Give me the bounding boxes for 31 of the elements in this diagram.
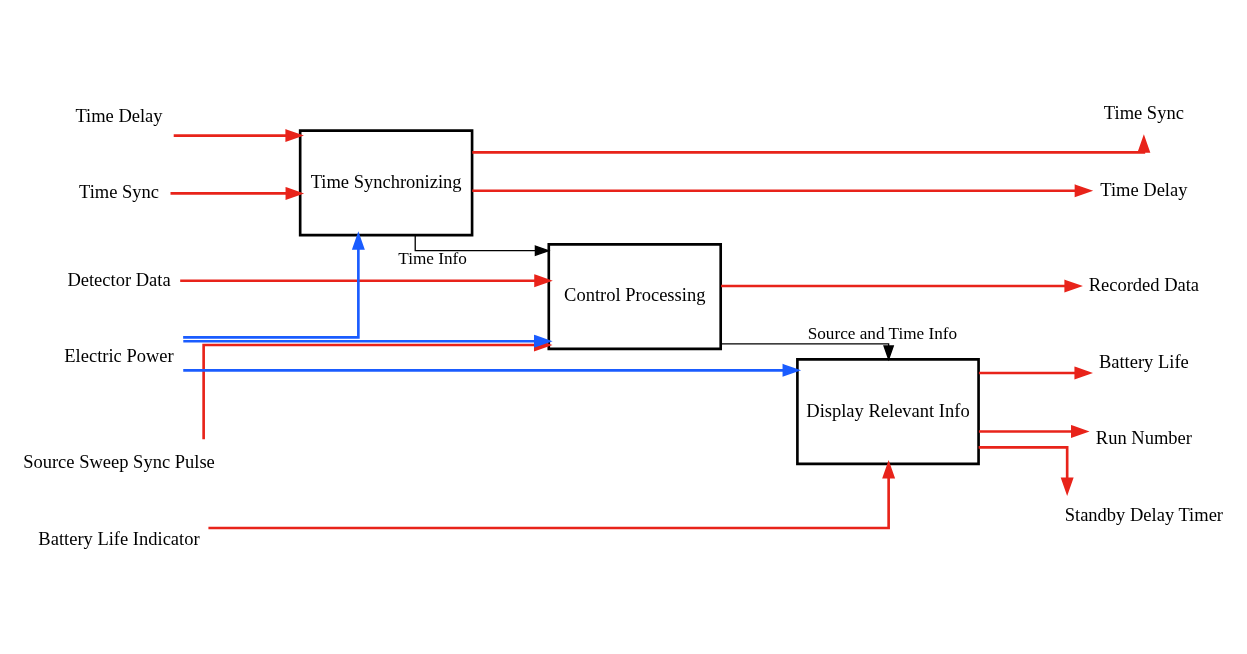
edge-label: Source and Time Info bbox=[807, 324, 958, 344]
node-text: Recorded Data bbox=[1088, 274, 1200, 295]
edge-label: Time Info bbox=[398, 249, 467, 269]
arrow bbox=[472, 134, 1151, 154]
arrow bbox=[173, 129, 304, 143]
node-box: Display Relevant Info bbox=[796, 358, 980, 466]
arrow bbox=[721, 279, 1083, 293]
arrow bbox=[978, 424, 1090, 438]
arrow bbox=[183, 363, 802, 377]
arrow bbox=[170, 186, 305, 200]
arrow bbox=[183, 231, 365, 339]
arrow bbox=[208, 460, 896, 530]
arrow bbox=[978, 446, 1074, 497]
node-box: Time Synchronizing bbox=[298, 129, 474, 237]
arrow bbox=[978, 366, 1093, 380]
node-text: Battery Life Indicator bbox=[38, 528, 200, 549]
node-text: Detector Data bbox=[67, 269, 171, 290]
arrow bbox=[180, 274, 553, 288]
node-text: Standby Delay Timer bbox=[1064, 505, 1224, 525]
node-text: Time Sync bbox=[78, 182, 160, 203]
node-text: Battery Life bbox=[1098, 351, 1189, 372]
node-box: Control Processing bbox=[547, 243, 723, 351]
node-text: Time Sync bbox=[1103, 102, 1184, 123]
node-text: Electric Power bbox=[64, 346, 174, 367]
node-text: Source Sweep Sync Pulse bbox=[23, 452, 215, 473]
node-text: Time Delay bbox=[1100, 179, 1188, 200]
node-text: Run Number bbox=[1095, 428, 1192, 449]
arrow bbox=[183, 334, 553, 348]
arrow bbox=[720, 343, 895, 362]
node-text: Time Delay bbox=[75, 105, 163, 126]
arrow bbox=[472, 184, 1094, 198]
